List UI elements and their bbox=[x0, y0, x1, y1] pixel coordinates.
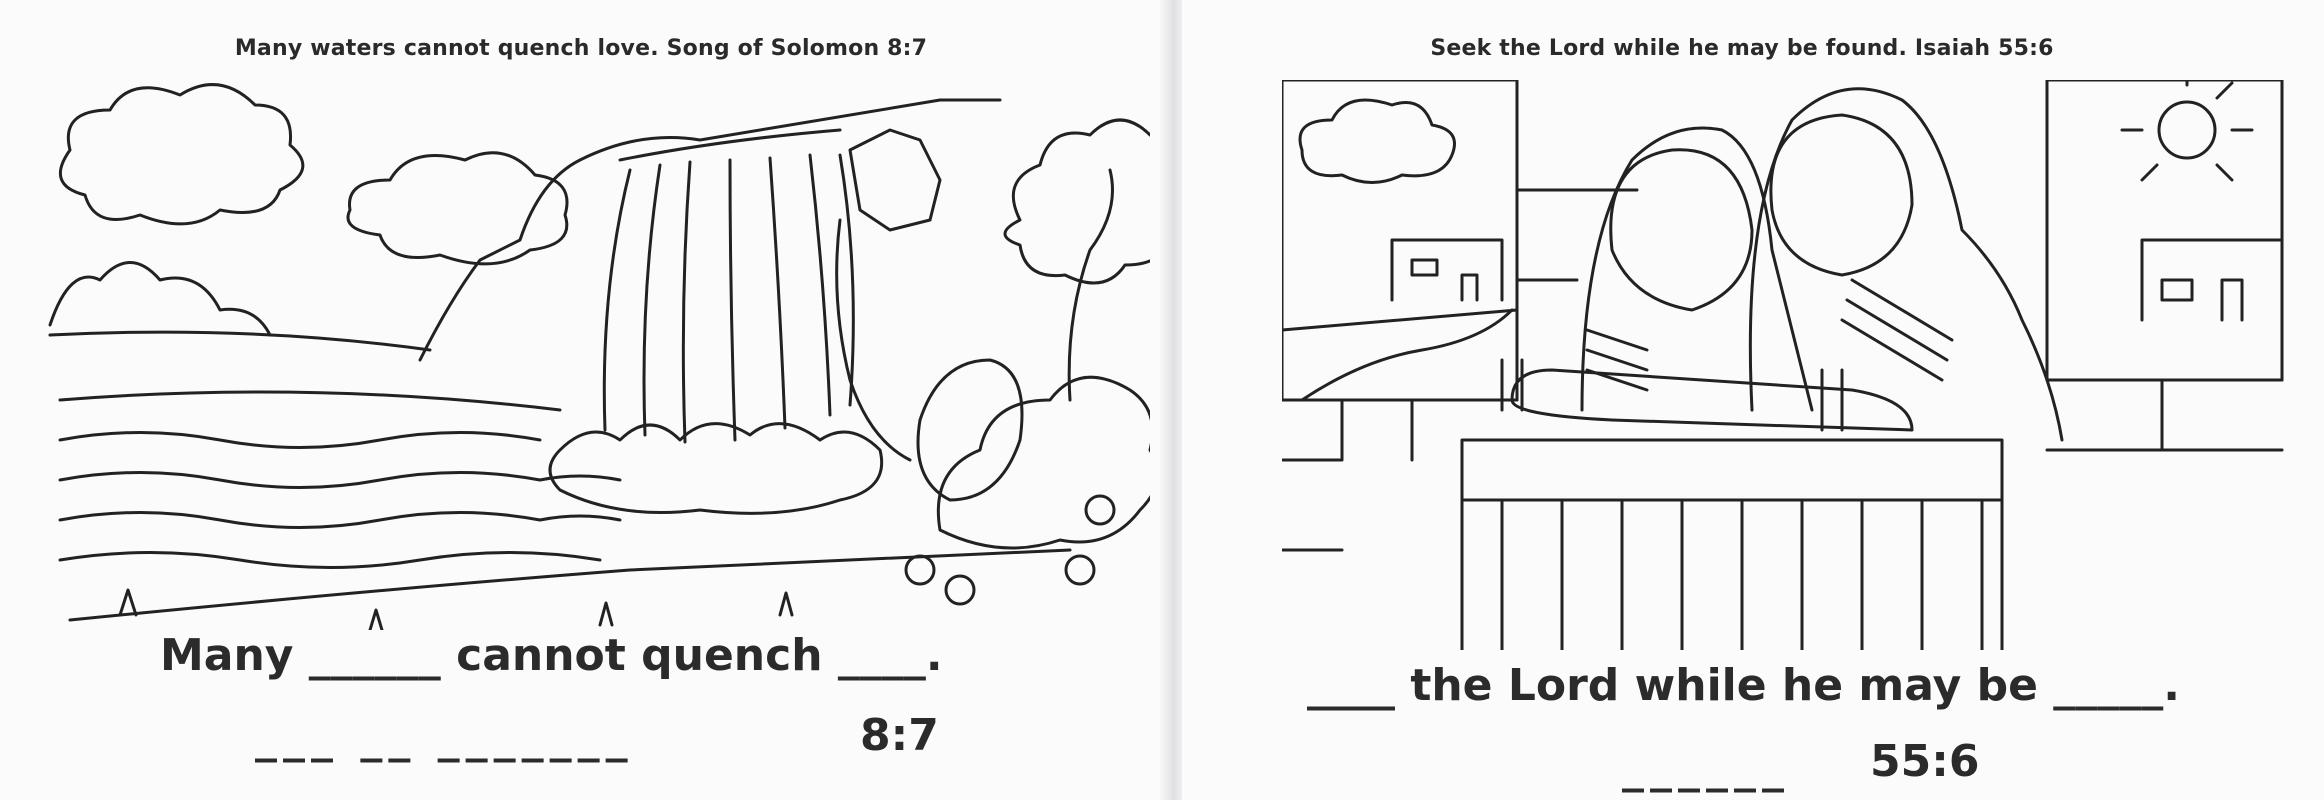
scroll-roller-left bbox=[1500, 358, 1524, 412]
left-fill-line-2-blank: ___ __ _______ bbox=[255, 712, 634, 763]
right-caption: Seek the Lord while he may be found. Isa… bbox=[1430, 36, 2054, 61]
table-wood-grain bbox=[1500, 498, 1984, 650]
waterfall-top-edge bbox=[618, 128, 842, 162]
figure-left-shawl bbox=[1580, 126, 1814, 412]
figure-right-head bbox=[1769, 113, 1914, 277]
left-fill-line-2-ref: 8:7 bbox=[860, 710, 939, 761]
scroll bbox=[1510, 368, 1914, 432]
cloud-middle bbox=[346, 151, 569, 266]
right-fill-line-1: ____ the Lord while he may be _____. bbox=[1307, 660, 2180, 711]
left-caption: Many waters cannot quench love. Song of … bbox=[234, 36, 928, 61]
window-right-house bbox=[2140, 238, 2284, 322]
river-bank bbox=[68, 548, 1072, 622]
cliff-right bbox=[835, 218, 912, 462]
right-fill-line-2-ref: 55:6 bbox=[1870, 736, 1980, 787]
bush-right bbox=[936, 375, 1150, 550]
left-page: Many waters cannot quench love. Song of … bbox=[48, 36, 1150, 763]
river-waves bbox=[58, 390, 622, 569]
right-fill-line-2-blank: ______ bbox=[1622, 742, 1790, 793]
right-page: Seek the Lord while he may be found. Isa… bbox=[1182, 0, 2324, 800]
left-fill-line-1: Many ______ cannot quench ____. bbox=[160, 630, 943, 681]
sun bbox=[2157, 100, 2217, 160]
table-top bbox=[1460, 438, 2004, 502]
tree-trunk bbox=[1067, 168, 1114, 402]
scroll-reading-illustration bbox=[1282, 80, 2284, 650]
figure-left-stripes bbox=[1585, 328, 1649, 392]
figure-right-shawl bbox=[1748, 87, 2064, 442]
table-front bbox=[1460, 498, 2004, 650]
rock-lower bbox=[916, 358, 1024, 502]
splash bbox=[548, 422, 884, 515]
waterfall-illustration bbox=[48, 83, 1150, 630]
waterfall-streams bbox=[602, 153, 855, 444]
book-gutter bbox=[1160, 0, 1184, 800]
rock-right bbox=[848, 128, 942, 232]
sun-rays bbox=[2120, 80, 2254, 182]
stone-wall bbox=[1282, 188, 2284, 552]
cloud-left bbox=[59, 83, 305, 226]
window-right bbox=[2045, 80, 2284, 382]
figure-right-stripes bbox=[1840, 278, 1954, 382]
grass-tufts bbox=[118, 588, 794, 630]
cliff bbox=[418, 98, 1002, 362]
window-left-house bbox=[1390, 238, 1504, 302]
window-left-path bbox=[1282, 308, 1519, 402]
horizon-line bbox=[48, 330, 432, 352]
hill-left bbox=[48, 261, 272, 337]
flowers bbox=[904, 494, 1116, 606]
window-left-cloud bbox=[1298, 98, 1456, 184]
tree-foliage bbox=[1003, 118, 1150, 285]
scroll-roller-right bbox=[1820, 368, 1844, 432]
figure-left-head bbox=[1609, 148, 1754, 312]
